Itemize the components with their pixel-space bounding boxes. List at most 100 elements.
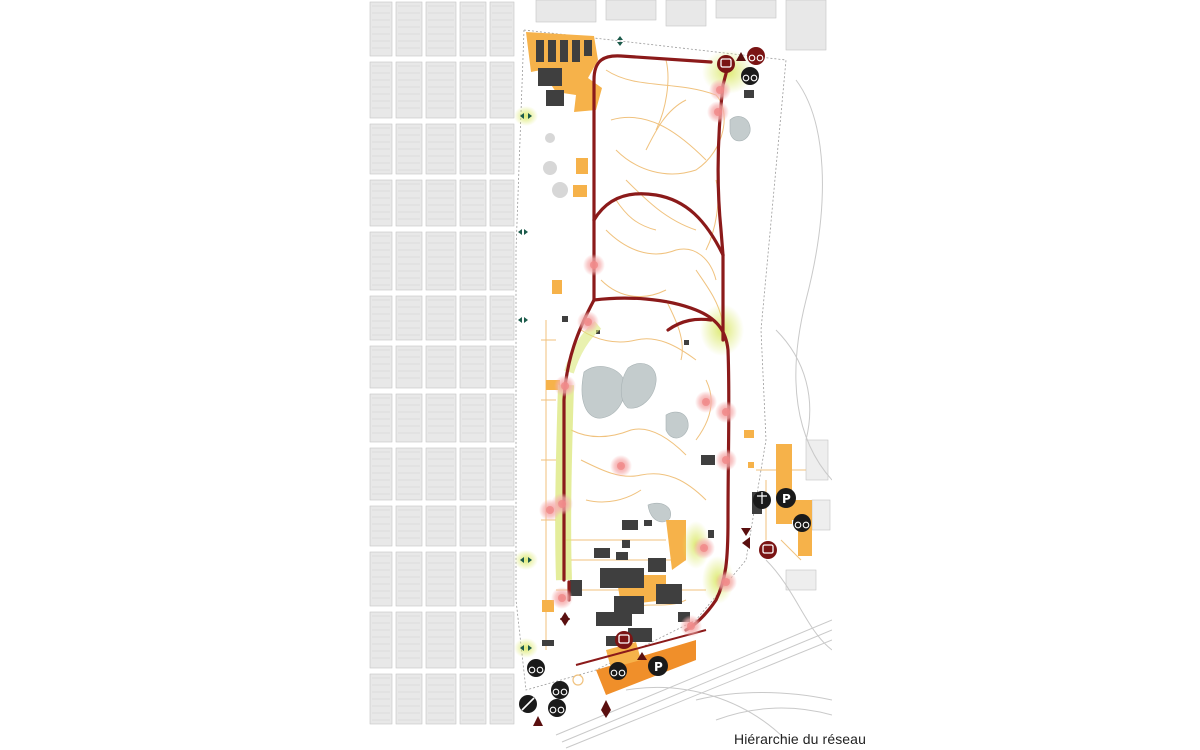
direction-triangle-icon: [742, 537, 750, 549]
parking-label: P: [654, 660, 663, 674]
water-bodies: [581, 116, 751, 523]
city-block: [425, 295, 457, 341]
city-block: [395, 447, 423, 501]
sports-fields: [543, 133, 568, 198]
city-block: [395, 61, 423, 119]
city-block: [425, 447, 457, 501]
direction-triangle-icon: [637, 652, 647, 660]
city-block: [605, 0, 657, 21]
direction-triangle-icon: [741, 528, 751, 536]
city-block: [459, 295, 487, 341]
city-block: [369, 447, 393, 501]
intersection-node-core: [722, 408, 730, 416]
gate-markers: [518, 36, 623, 651]
city-block: [459, 231, 487, 291]
intersection-node-core: [722, 456, 730, 464]
intersection-node-core: [687, 622, 695, 630]
rail-lines: [555, 79, 832, 749]
service-icons: P P: [519, 47, 811, 726]
city-block: [369, 179, 393, 227]
intersection-node-core: [561, 382, 569, 390]
direction-triangle-icon: [601, 710, 611, 718]
orange-buildings: [526, 32, 812, 695]
city-block: [489, 1, 515, 57]
intersection-node-core: [716, 86, 724, 94]
city-block: [489, 231, 515, 291]
city-block: [369, 61, 393, 119]
bus-icon: [759, 541, 777, 559]
city-block: [395, 1, 423, 57]
city-block: [489, 551, 515, 607]
parking-icon: [776, 488, 796, 508]
intersection-node-core: [714, 108, 722, 116]
parking-label: P: [782, 492, 791, 506]
city-block: [811, 499, 831, 531]
site-map: P P: [366, 0, 866, 750]
city-block: [395, 295, 423, 341]
city-block: [425, 345, 457, 389]
city-block: [535, 0, 597, 23]
intersection-node-core: [546, 506, 554, 514]
city-block: [369, 611, 393, 669]
city-block: [425, 393, 457, 443]
city-block: [459, 393, 487, 443]
city-block: [369, 345, 393, 389]
city-block: [785, 0, 827, 51]
city-block: [459, 345, 487, 389]
city-block: [425, 611, 457, 669]
intersection-node-core: [702, 398, 710, 406]
city-block: [715, 0, 777, 19]
direction-triangle-icon: [736, 52, 746, 61]
city-block: [395, 231, 423, 291]
intersection-node-core: [590, 261, 598, 269]
city-block: [369, 295, 393, 341]
intersection-node-core: [722, 578, 730, 586]
intersection-node-core: [584, 318, 592, 326]
bus-icon: [615, 631, 633, 649]
city-block: [489, 447, 515, 501]
parking-icon: [648, 656, 668, 676]
city-block: [459, 505, 487, 547]
city-block: [425, 61, 457, 119]
city-block: [369, 231, 393, 291]
city-block: [425, 179, 457, 227]
intersection-node-core: [617, 462, 625, 470]
city-block: [425, 1, 457, 57]
city-block: [395, 345, 423, 389]
city-block: [369, 551, 393, 607]
city-block: [395, 179, 423, 227]
boundary-road: [575, 629, 707, 666]
city-block: [395, 505, 423, 547]
city-block: [459, 61, 487, 119]
city-block: [665, 0, 707, 27]
direction-triangle-icon: [533, 716, 543, 726]
bus-icon: [717, 55, 735, 73]
city-block: [459, 611, 487, 669]
city-block: [395, 551, 423, 607]
city-block: [369, 1, 393, 57]
intersection-node-core: [700, 544, 708, 552]
city-block: [459, 551, 487, 607]
pink-nodes: [539, 79, 737, 637]
city-block: [369, 505, 393, 547]
city-block: [489, 611, 515, 669]
city-block: [489, 179, 515, 227]
roundabout: [572, 674, 584, 686]
city-block: [425, 551, 457, 607]
intersection-node-core: [558, 594, 566, 602]
city-block: [459, 179, 487, 227]
direction-triangle-icon: [560, 618, 570, 626]
city-block: [489, 505, 515, 547]
city-block: [489, 61, 515, 119]
city-block: [369, 393, 393, 443]
network-hierarchy-map: P P: [369, 0, 832, 749]
city-block: [395, 393, 423, 443]
city-block: [489, 393, 515, 443]
city-block: [425, 231, 457, 291]
map-caption: Hiérarchie du réseau: [734, 731, 866, 747]
city-block: [425, 505, 457, 547]
city-block: [395, 611, 423, 669]
city-block: [459, 447, 487, 501]
direction-triangle-icon: [601, 700, 611, 710]
city-block: [785, 569, 817, 591]
